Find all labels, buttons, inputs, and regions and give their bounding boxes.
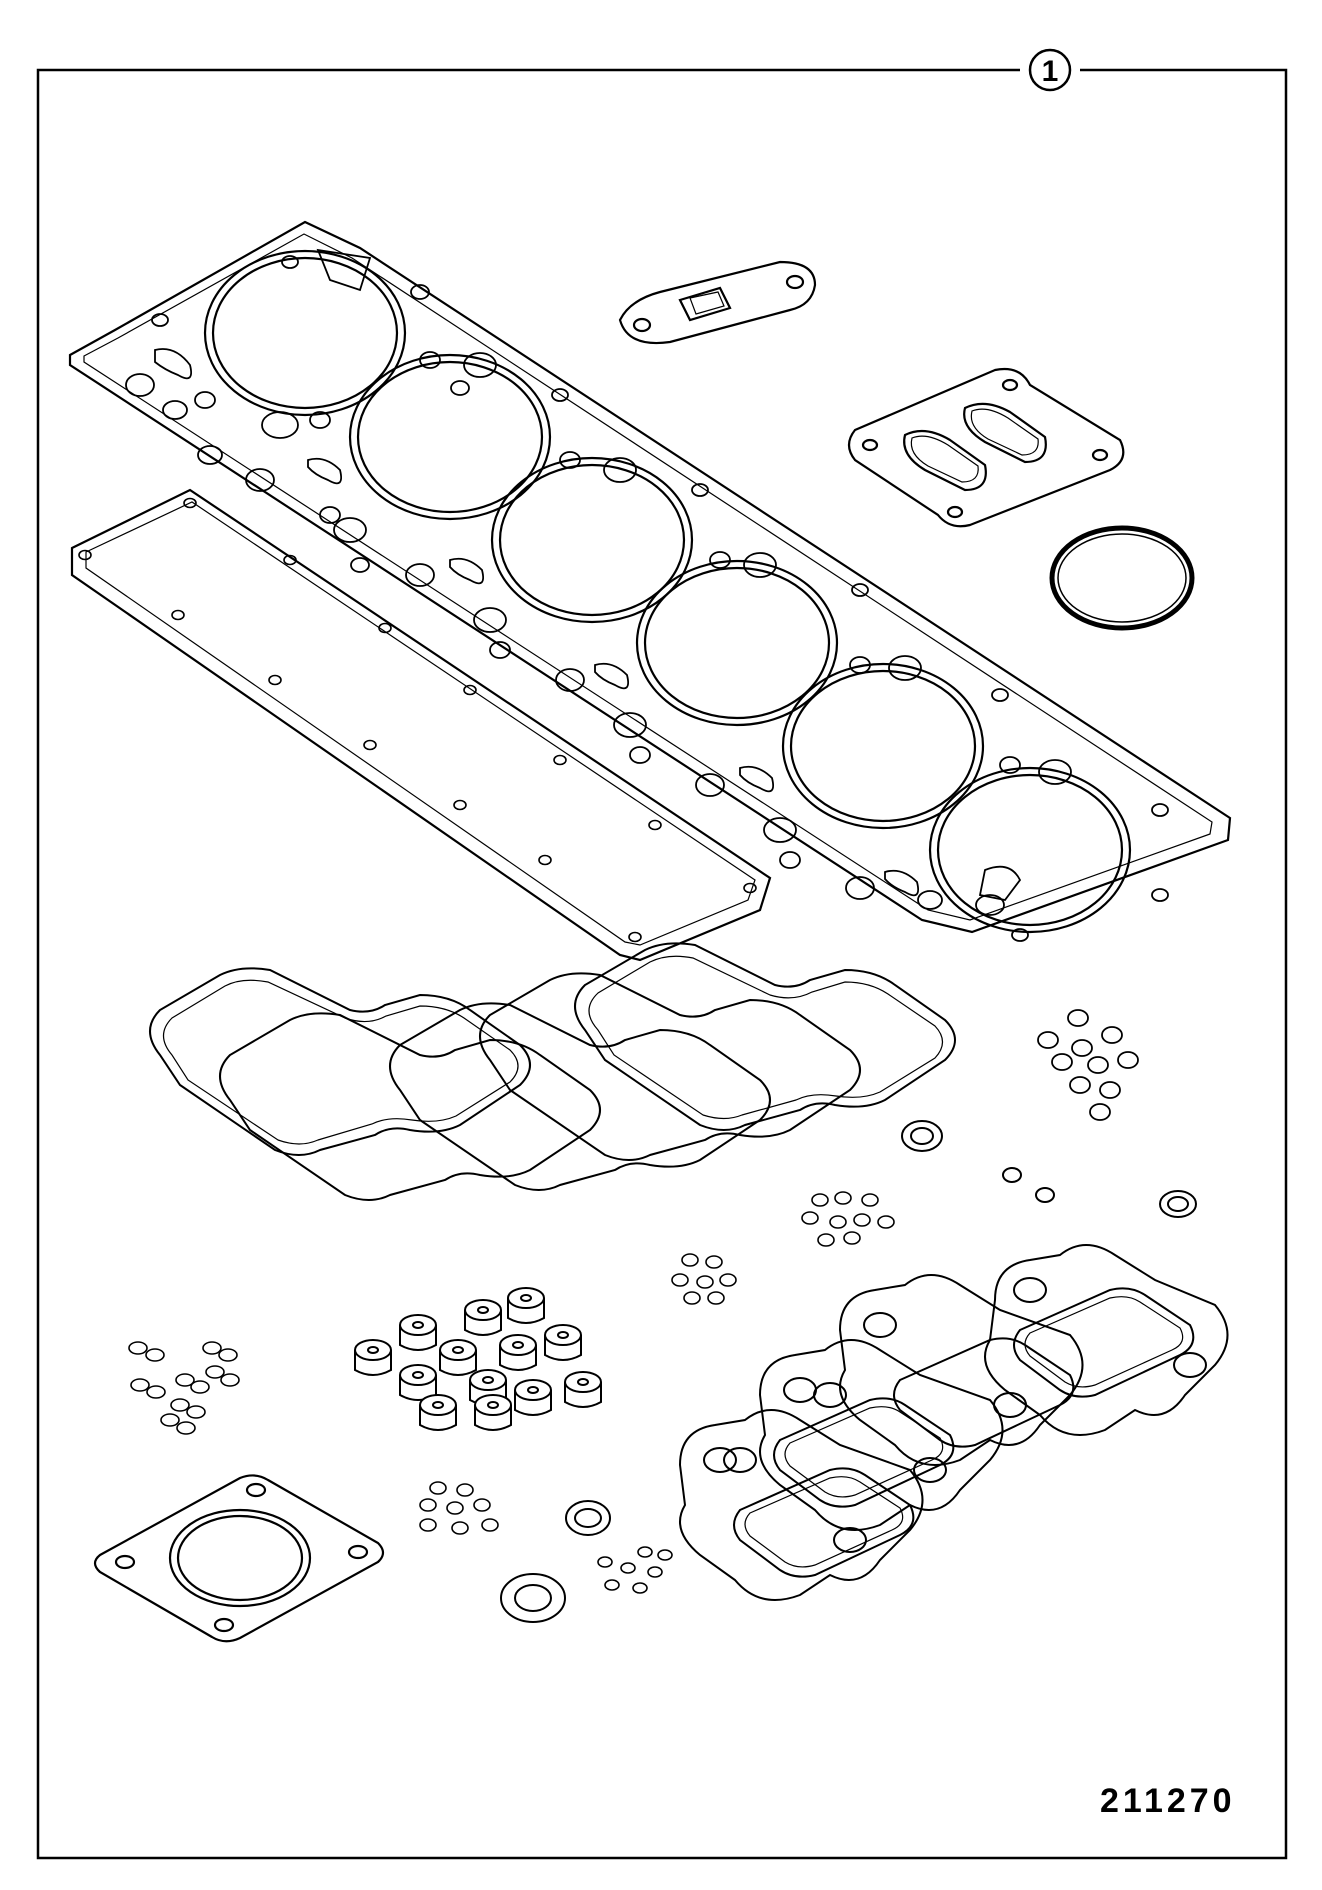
rocker-cover-gaskets	[149, 942, 956, 1201]
turbo-flange-gasket	[847, 367, 1125, 528]
hollow-screws	[1037, 1009, 1139, 1121]
valve-stem-seals	[354, 1287, 602, 1431]
o-ring	[1049, 525, 1195, 631]
valve-cover-gasket	[70, 488, 772, 962]
sealing-washers	[419, 1120, 1197, 1623]
frame-border	[36, 68, 1288, 1860]
exhaust-flange-gasket	[618, 260, 817, 345]
cylinder-head-gasket	[68, 220, 1232, 942]
banjo-washers	[128, 1341, 240, 1435]
exhaust-manifold-gaskets	[678, 1244, 1229, 1601]
square-flange-gasket	[93, 1474, 385, 1643]
callout-1: 1	[1028, 48, 1072, 92]
callout-label: 1	[1042, 55, 1059, 88]
figure-number: 211270	[1100, 1782, 1236, 1820]
